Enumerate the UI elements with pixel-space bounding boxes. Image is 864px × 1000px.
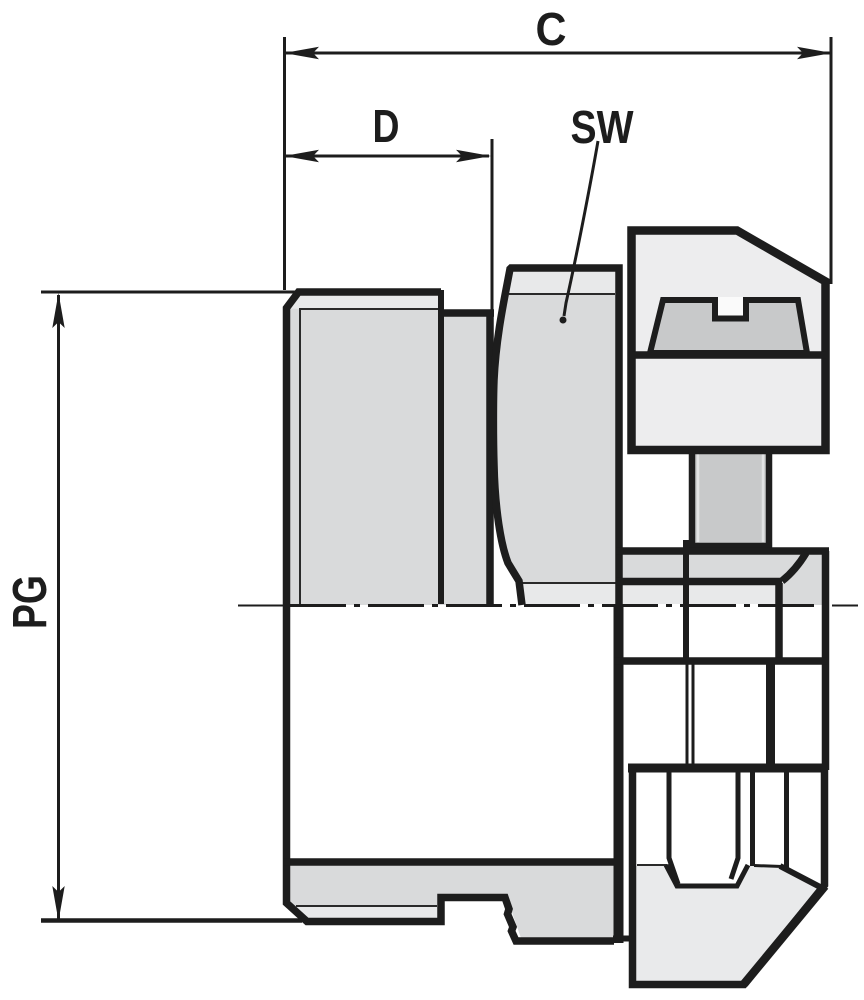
svg-text:D: D xyxy=(373,100,400,152)
svg-text:SW: SW xyxy=(571,101,634,153)
svg-text:PG: PG xyxy=(4,575,57,629)
svg-text:C: C xyxy=(536,3,567,55)
